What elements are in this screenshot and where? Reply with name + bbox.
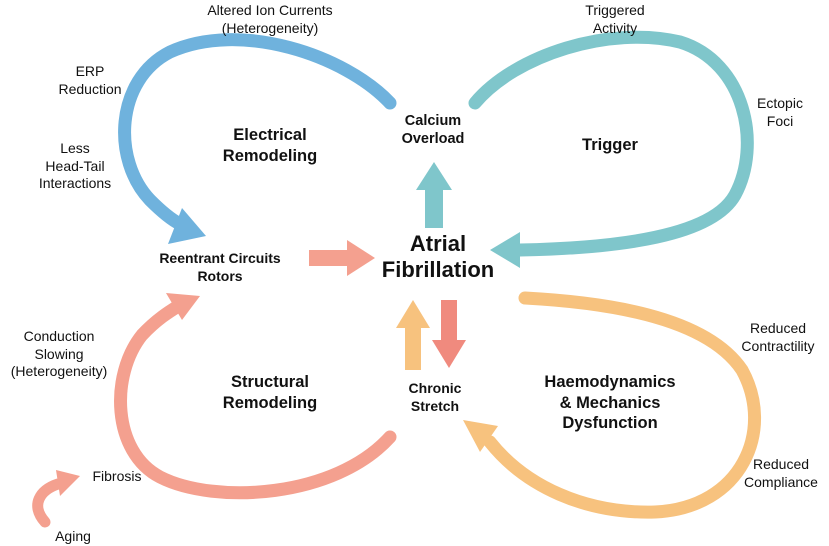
reduced-compliance-line2: Compliance: [744, 473, 818, 490]
trigger-title: Trigger: [560, 135, 660, 156]
aging-arrowhead: [56, 470, 80, 496]
atrial-fibrillation-line1: Atrial: [409, 231, 467, 256]
haemodynamics-title: Haemodynamics & Mechanics Dysfunction: [520, 372, 700, 434]
altered-ion-currents-line2: (Heterogeneity): [221, 19, 319, 36]
reentrant-circuits-label: Reentrant Circuits Rotors: [130, 250, 310, 285]
haemodynamics-arrowhead: [463, 420, 498, 452]
altered-ion-currents-label: Altered Ion Currents (Heterogeneity): [175, 2, 365, 37]
reentrant-to-af-arrowhead: [347, 240, 375, 276]
ectopic-foci-line2: Foci: [766, 112, 794, 129]
triggered-activity-line1: Triggered: [585, 2, 645, 18]
electrical-remodeling-arrowhead: [168, 208, 206, 244]
structural-remodeling-title: Structural Remodeling: [200, 372, 340, 413]
electrical-remodeling-line1: Electrical: [233, 126, 307, 144]
conduction-slowing-label: Conduction Slowing (Heterogeneity): [0, 328, 118, 381]
af-to-calcium-arrow-shaft: [425, 186, 443, 228]
structural-remodeling-loop-arrow: [114, 298, 397, 500]
af-to-stretch-arrow-shaft: [441, 300, 457, 342]
aging-label: Aging: [55, 528, 91, 544]
erp-reduction-line2: Reduction: [58, 80, 122, 97]
aging-to-fibrosis-arrow: [32, 478, 64, 528]
haemodynamics-loop-arrow: [483, 291, 762, 519]
reentrant-to-af-arrow-shaft: [309, 250, 349, 266]
reduced-contractility-line1: Reduced: [749, 320, 807, 336]
reduced-contractility-line2: Contractility: [741, 337, 815, 354]
stretch-to-af-arrow-shaft: [405, 326, 421, 370]
reduced-contractility-label: Reduced Contractility: [728, 320, 828, 355]
less-head-tail-line2: Head-Tail: [45, 157, 105, 174]
less-head-tail-line1: Less: [60, 140, 90, 156]
af-to-stretch-arrowhead: [432, 340, 466, 368]
calcium-overload-line1: Calcium: [404, 113, 462, 129]
chronic-stretch-line2: Stretch: [410, 397, 460, 414]
af-to-calcium-arrowhead: [416, 162, 452, 190]
erp-reduction-label: ERP Reduction: [40, 63, 140, 98]
electrical-remodeling-loop-arrow: [118, 33, 397, 231]
atrial-fibrillation-label: Atrial Fibrillation: [368, 231, 508, 284]
trigger-line1: Trigger: [582, 136, 638, 154]
reduced-compliance-label: Reduced Compliance: [735, 456, 827, 491]
haemodynamics-line1: Haemodynamics: [544, 373, 676, 391]
reentrant-circuits-line2: Rotors: [197, 267, 243, 284]
haemodynamics-line3: Dysfunction: [562, 414, 658, 433]
trigger-loop-arrow: [468, 30, 754, 257]
calcium-overload-line2: Overload: [401, 131, 465, 148]
less-head-tail-label: Less Head-Tail Interactions: [20, 140, 130, 193]
structural-remodeling-line2: Remodeling: [222, 393, 318, 412]
triggered-activity-line2: Activity: [592, 19, 638, 36]
reentrant-circuits-line1: Reentrant Circuits: [159, 250, 281, 266]
erp-reduction-line1: ERP: [75, 63, 105, 79]
electrical-remodeling-title: Electrical Remodeling: [200, 125, 340, 166]
altered-ion-currents-line1: Altered Ion Currents: [207, 2, 333, 18]
ectopic-foci-label: Ectopic Foci: [740, 95, 820, 130]
conduction-slowing-line2: Slowing: [34, 345, 84, 362]
trigger-arrowhead: [490, 232, 520, 268]
conduction-slowing-line3: (Heterogeneity): [10, 363, 108, 379]
less-head-tail-line3: Interactions: [38, 175, 112, 191]
chronic-stretch-line1: Chronic: [408, 380, 462, 396]
structural-remodeling-arrowhead: [166, 293, 200, 320]
calcium-overload-label: Calcium Overload: [378, 112, 488, 148]
chronic-stretch-label: Chronic Stretch: [385, 380, 485, 415]
electrical-remodeling-line2: Remodeling: [222, 146, 318, 165]
reduced-compliance-line1: Reduced: [752, 456, 810, 472]
ectopic-foci-line1: Ectopic: [757, 95, 803, 111]
triggered-activity-label: Triggered Activity: [560, 2, 670, 37]
structural-remodeling-line1: Structural: [231, 373, 309, 391]
haemodynamics-line2: & Mechanics: [559, 393, 661, 412]
fibrosis-label: Fibrosis: [92, 468, 142, 484]
stretch-to-af-arrowhead: [396, 300, 430, 328]
atrial-fibrillation-line2: Fibrillation: [381, 257, 495, 283]
conduction-slowing-line1: Conduction: [23, 328, 95, 344]
